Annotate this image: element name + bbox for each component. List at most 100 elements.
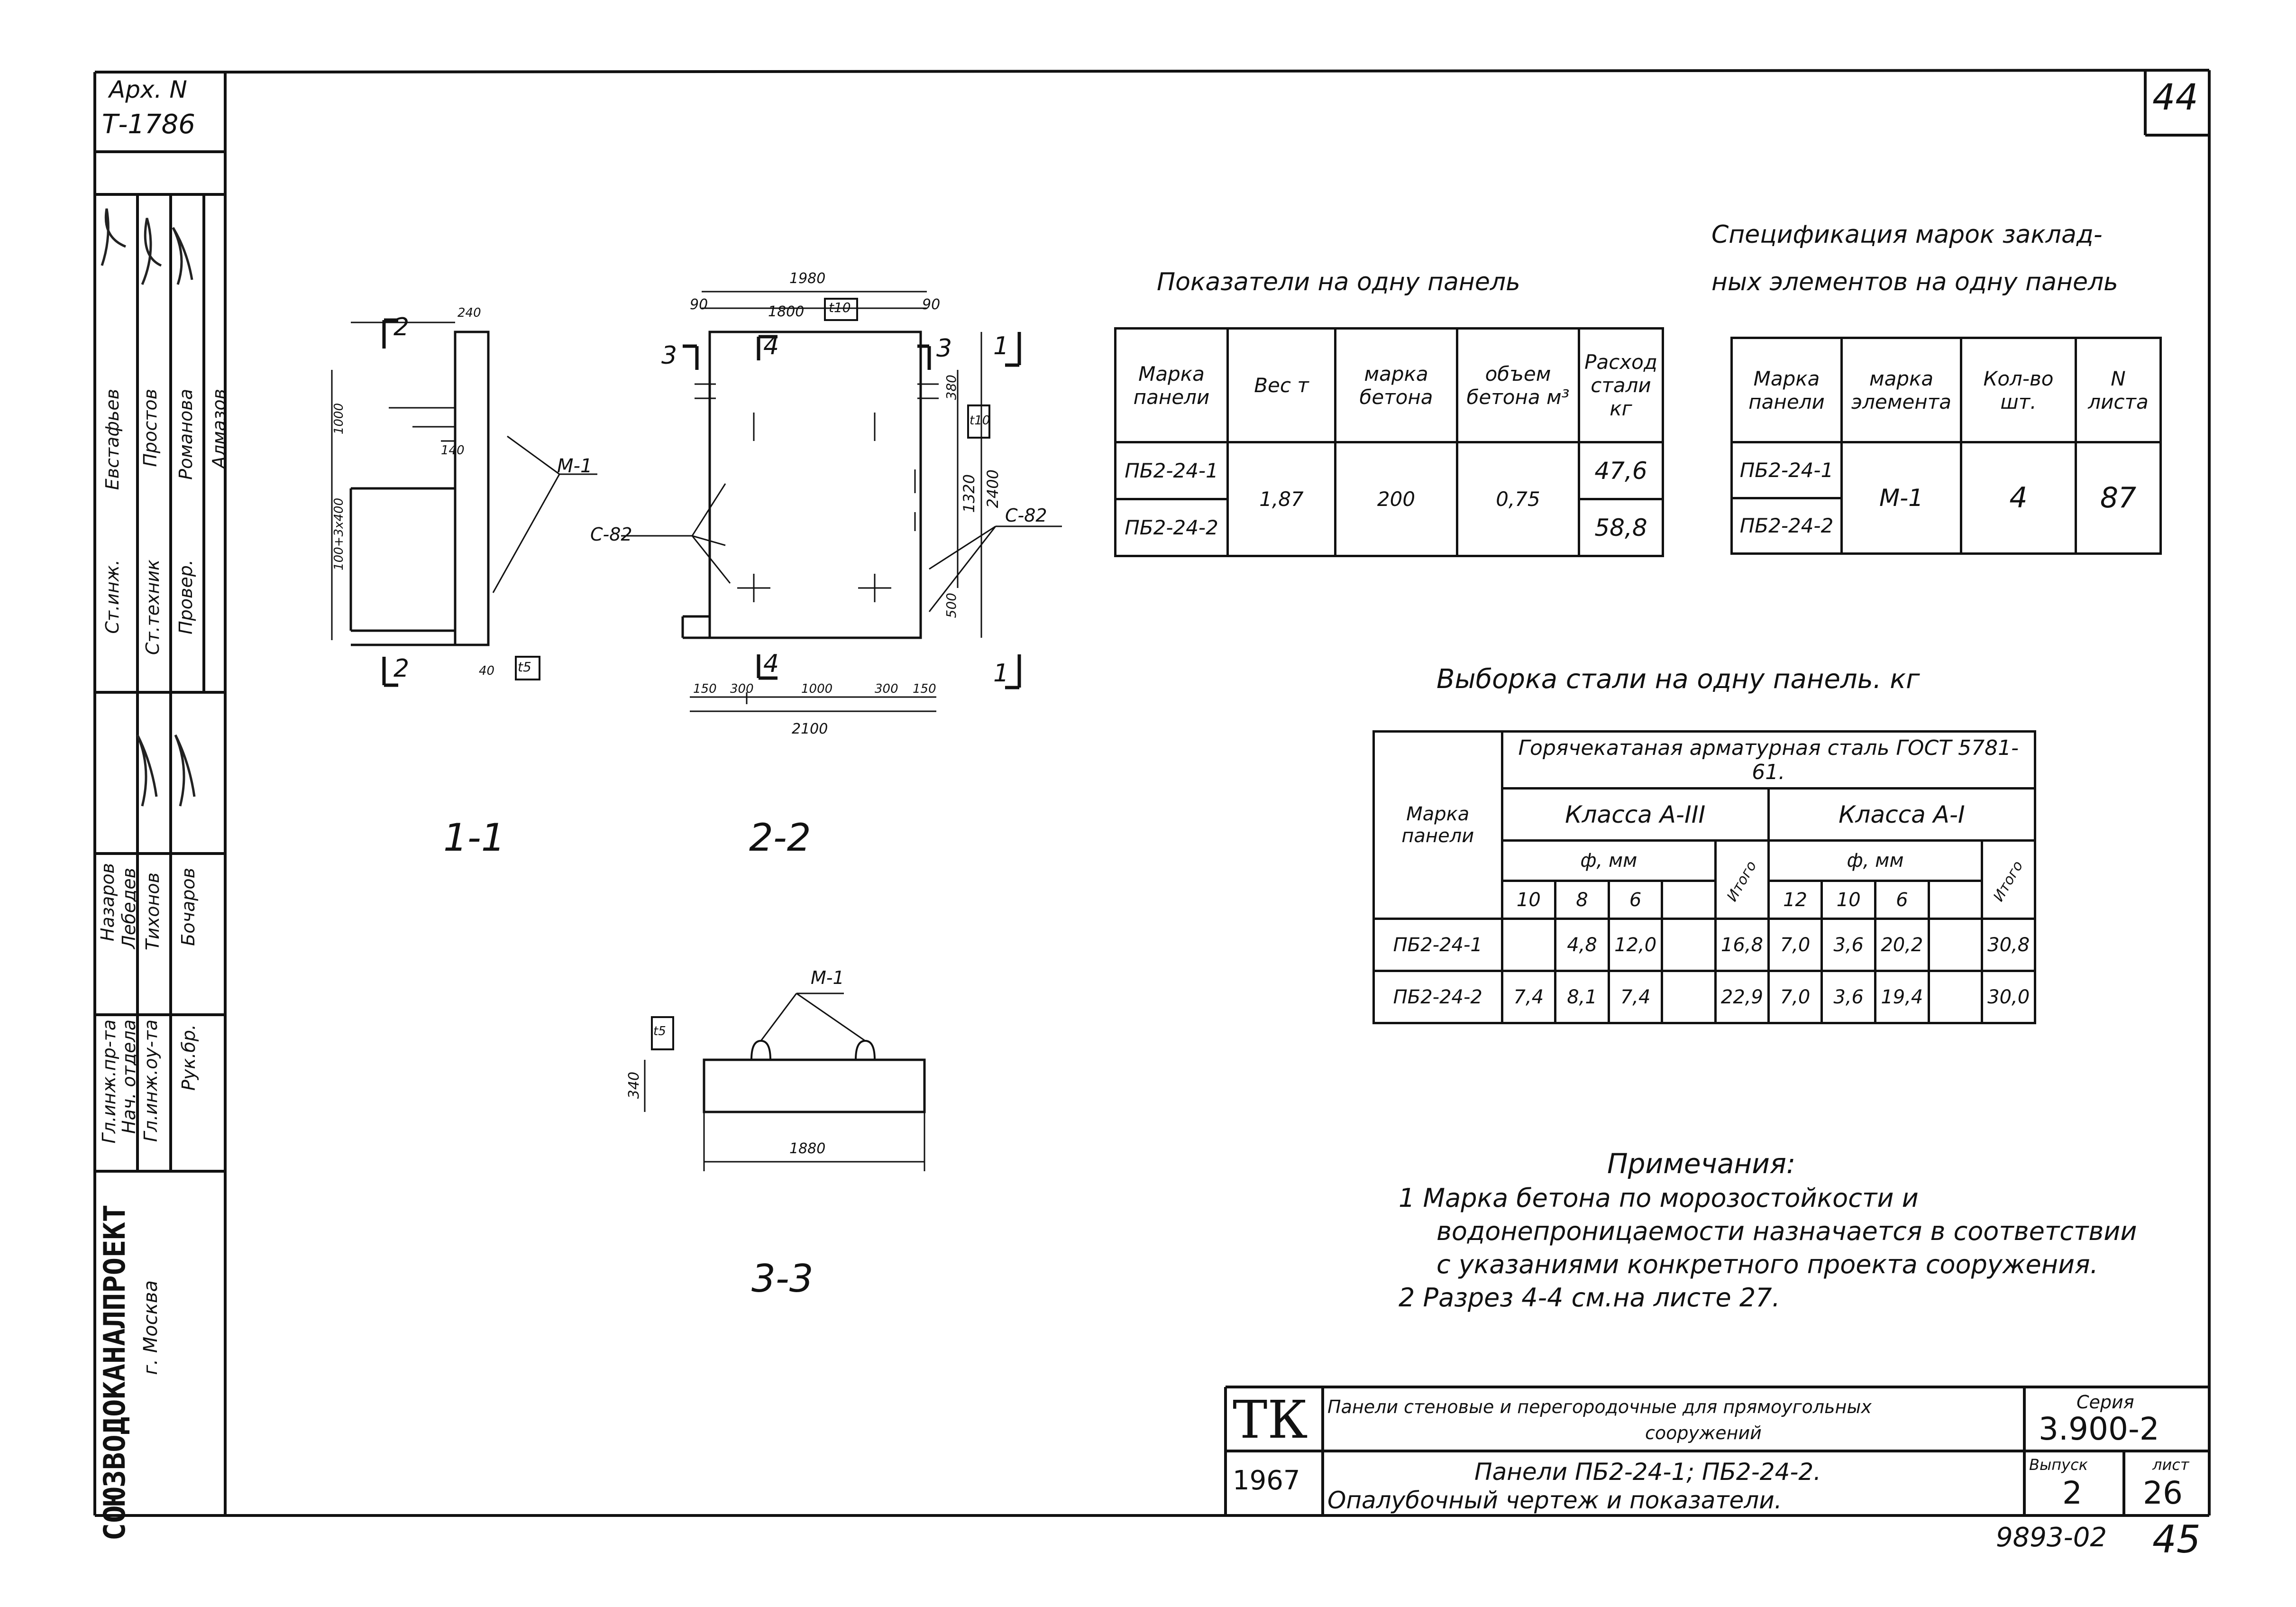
steel-class-a1: Класса А-I [1767,787,2037,842]
note-line-3: с указаниями конкретного проекта сооруже… [1436,1249,2098,1279]
tb-subtitle-line2: Опалубочный чертеж и показатели. [1327,1487,1782,1514]
dim-1880: 1880 [789,1140,826,1157]
bottom-code: 9893-02 [1996,1522,2107,1553]
steel-row1-mark: ПБ2-24-1 [1372,918,1503,972]
steel-row2-a1-total: 30,0 [1981,970,2036,1024]
bottom-number: 45 [2152,1517,2201,1561]
tb-series: 3.900-2 [2039,1411,2159,1447]
name-5: Евстафьев [102,389,123,490]
cut-marker-2-bottom: 2 [393,654,410,683]
steel-row1-a3-2: 4,8 [1554,918,1610,972]
dim-380: 380 [943,375,959,400]
spec-header-sheet: N листа [2075,337,2162,443]
name-4: Бочаров [178,868,199,946]
thickness-t10-side: t10 [970,413,990,428]
label-c82-right: С-82 [1005,505,1047,526]
ind-row2-steel: 58,8 [1578,498,1664,557]
spec-header-qty: Кол-во шт. [1960,337,2077,443]
note-line-4: 2 Разрез 4-4 см.на листе 27. [1399,1283,1780,1313]
role-6: Ст.техник [142,560,163,655]
name-2: Лебедев [119,868,139,949]
ind-row2-mark: ПБ2-24-2 [1114,498,1229,557]
spec-sheet: 87 [2075,441,2162,555]
cut-marker-3-left: 3 [661,341,677,370]
name-3: Тихонов [142,872,163,951]
steel-row2-a3-1: 7,4 [1500,970,1557,1024]
steel-row2-a3-4 [1661,970,1717,1024]
tb-title-line1: Панели стеновые и перегородочные для пря… [1327,1396,1872,1417]
steel-table: Марка панели Горячекатаная арматурная ст… [1372,730,2037,1024]
steel-diam-a1-2: 10 [1820,880,1877,920]
spec-table: Марка панели марка элемента Кол-во шт. N… [1730,337,2162,555]
spec-title-line2: ных элементов на одну панель [1711,268,2118,296]
cut-marker-1-top: 1 [993,332,1009,360]
dim-300-left: 300 [730,682,754,696]
section-label-2-2: 2-2 [749,816,811,860]
steel-row2-a3-2: 8,1 [1554,970,1610,1024]
note-line-1: 1 Марка бетона по морозостойкости и [1399,1183,1919,1213]
label-m1-section33: М-1 [811,967,844,988]
cut-marker-1-bottom: 1 [993,659,1009,688]
role-4: Рук.бр. [178,1024,199,1091]
cut-marker-2-top: 2 [393,313,410,341]
spec-title-line1: Спецификация марок заклад- [1711,220,2103,249]
dim-1000: 1000 [801,682,833,696]
ind-header-volume: объем бетона м³ [1456,327,1580,443]
ind-row1-mark: ПБ2-24-1 [1114,441,1229,500]
tb-sheet-label: лист [2152,1456,2189,1474]
archive-label: Арх. N [109,76,187,103]
dim-90-right: 90 [922,296,941,313]
indicators-table: Марка панели Вес т марка бетона объем бе… [1114,327,1664,557]
archive-number: Т-1786 [102,109,195,140]
thickness-t10-top: t10 [829,300,851,315]
spec-element: М-1 [1840,441,1962,555]
steel-row1-a1-1: 7,0 [1767,918,1823,972]
steel-diam-a1-1: 12 [1767,880,1823,920]
spec-qty: 4 [1960,441,2077,555]
tb-tk: ТК [1233,1389,1308,1450]
steel-row2-a3-3: 7,4 [1607,970,1664,1024]
ind-row1-steel: 47,6 [1578,441,1664,500]
steel-row1-a1-3: 20,2 [1874,918,1930,972]
tb-series-label: Серия [2076,1392,2134,1413]
spec-row2-mark: ПБ2-24-2 [1730,496,1843,555]
steel-title: Выборка стали на одну панель. кг [1436,664,1920,695]
dim-1800: 1800 [768,303,805,320]
dim-1000-vertical: 1000 [332,403,346,435]
steel-phi-a3: ф, мм [1500,839,1717,882]
steel-row1-a3-total: 16,8 [1714,918,1770,972]
steel-row2-mark: ПБ2-24-2 [1372,970,1503,1024]
ind-header-concrete: марка бетона [1334,327,1458,443]
ind-header-weight: Вес т [1226,327,1336,443]
ind-weight: 1,87 [1226,441,1336,557]
name-8: Алмазов [209,389,229,469]
steel-row1-a3-1 [1500,918,1557,972]
steel-row1-a1-4 [1927,918,1984,972]
ind-header-steel: Расход стали кг [1578,327,1664,443]
steel-itogo-a1: Итого [1981,839,2036,920]
spec-header-mark: Марка панели [1730,337,1843,443]
steel-row1-a3-4 [1661,918,1717,972]
page-corner-number: 44 [2152,76,2198,118]
steel-itogo-a1-text: Итого [1990,858,2027,905]
steel-row1-a3-3: 12,0 [1607,918,1664,972]
dim-40: 40 [479,664,495,678]
city-name: г. Москва [140,1280,162,1375]
spec-row1-mark: ПБ2-24-1 [1730,441,1843,499]
role-5: Ст.инж. [102,560,123,634]
dim-90-left: 90 [690,296,708,313]
ind-header-mark: Марка панели [1114,327,1229,443]
section-label-3-3: 3-3 [751,1257,814,1301]
dim-500: 500 [943,593,959,618]
indicators-title: Показатели на одну панель [1157,268,1520,296]
tb-year: 1967 [1233,1465,1300,1496]
ind-concrete: 200 [1334,441,1458,557]
dim-1320: 1320 [960,474,978,513]
steel-diam-a3-3: 6 [1607,880,1664,920]
spec-header-element: марка элемента [1840,337,1962,443]
name-1: Назаров [97,863,118,942]
steel-row2-a1-3: 19,4 [1874,970,1930,1024]
steel-row2-a1-2: 3,6 [1820,970,1877,1024]
name-6: Простов [140,389,161,467]
